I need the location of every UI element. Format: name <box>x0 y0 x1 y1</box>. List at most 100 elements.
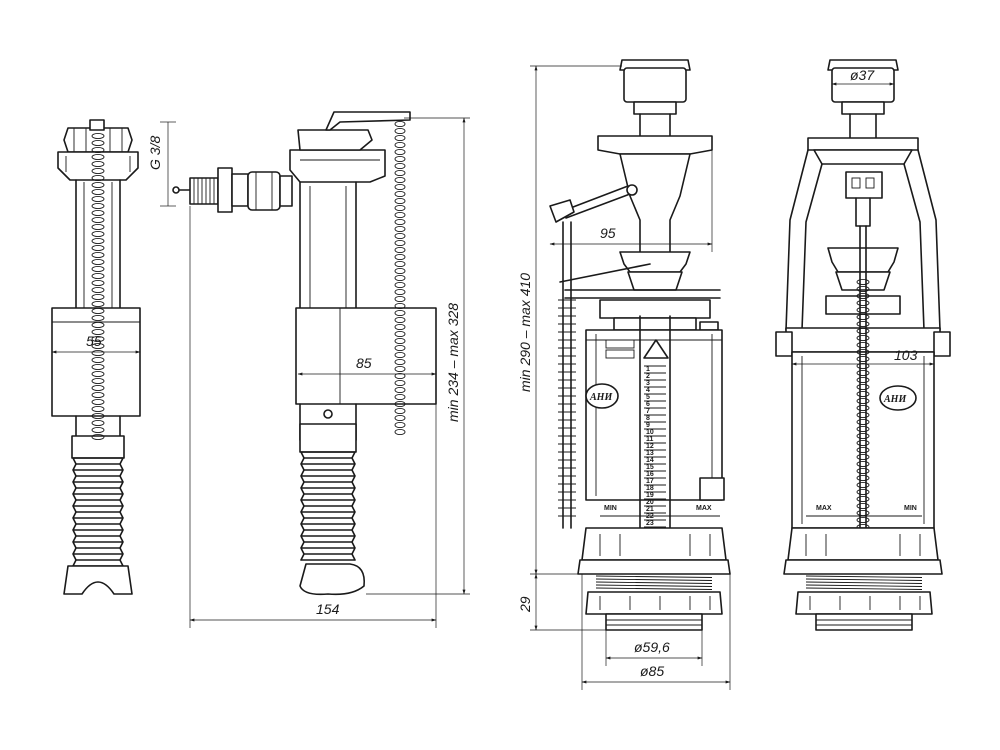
chain-link <box>91 174 105 182</box>
chain-link <box>91 363 105 371</box>
chain-link <box>394 337 406 345</box>
chain-link <box>91 279 105 287</box>
chain-link <box>394 288 406 296</box>
chain-link <box>91 405 105 413</box>
chain-link <box>91 412 105 420</box>
mark-min-right: MIN <box>904 505 917 512</box>
fill-valve-chain <box>91 132 105 441</box>
scale-number: 14 <box>646 457 654 464</box>
chain-link <box>856 495 870 503</box>
scale-number: 20 <box>646 499 654 506</box>
chain-link <box>91 230 105 238</box>
chain-link <box>856 355 870 363</box>
chain-link <box>91 314 105 322</box>
chain-link <box>394 421 406 429</box>
scale-number: 18 <box>646 485 654 492</box>
chain-link <box>91 293 105 301</box>
chain-link <box>394 148 406 156</box>
chain-link <box>856 418 870 426</box>
chain-link <box>394 386 406 394</box>
scale-number: 22 <box>646 513 654 520</box>
chain-link <box>394 379 406 387</box>
scale-number: 7 <box>646 408 650 415</box>
chain-link <box>856 488 870 496</box>
chain-link <box>91 321 105 329</box>
mark-max-right: MAX <box>816 505 832 512</box>
chain-link <box>394 393 406 401</box>
chain-link <box>856 362 870 370</box>
mark-min-left: MIN <box>604 505 617 512</box>
chain-link <box>91 244 105 252</box>
chain-link <box>91 146 105 154</box>
chain-link <box>91 258 105 266</box>
scale-number: 2 <box>646 373 650 380</box>
chain-link <box>856 369 870 377</box>
chain-link <box>91 328 105 336</box>
chain-link <box>91 384 105 392</box>
chain-link <box>91 223 105 231</box>
chain-link <box>856 299 870 307</box>
chain-link <box>856 460 870 468</box>
dim-button-diameter: ø37 <box>850 67 875 83</box>
mark-max-left: MAX <box>696 505 712 512</box>
chain-link <box>856 509 870 517</box>
chain-link <box>91 251 105 259</box>
chain-link <box>91 342 105 350</box>
chain-link <box>394 330 406 338</box>
chain-link <box>856 278 870 286</box>
chain-link <box>394 414 406 422</box>
dim-thread-height: 29 <box>517 596 533 613</box>
chain-link <box>91 160 105 168</box>
drain-valve-side-view: MIN MAX АНИ 1234567891011121314151617181… <box>517 59 731 690</box>
chain-link <box>856 306 870 314</box>
chain-link <box>91 202 105 210</box>
scale-number: 1 <box>646 366 650 373</box>
dim-thread: G 3/8 <box>147 136 163 170</box>
chain-link <box>91 398 105 406</box>
chain-link <box>91 307 105 315</box>
chain-link <box>856 341 870 349</box>
chain-link <box>856 432 870 440</box>
chain-link <box>394 176 406 184</box>
chain-link <box>394 407 406 415</box>
scale-number: 23 <box>646 520 654 527</box>
chain-link <box>394 344 406 352</box>
overflow-rod-ridges <box>558 299 576 517</box>
chain-link <box>394 400 406 408</box>
chain-link <box>856 327 870 335</box>
chain-link <box>394 197 406 205</box>
chain-link <box>856 397 870 405</box>
chain-link <box>394 134 406 142</box>
scale-number: 21 <box>646 506 654 513</box>
dim-total-width: 154 <box>316 601 340 617</box>
chain-link <box>394 232 406 240</box>
chain-link <box>394 267 406 275</box>
chain-link <box>394 323 406 331</box>
chain-link <box>394 169 406 177</box>
scale-number: 12 <box>646 443 654 450</box>
chain-link <box>394 358 406 366</box>
chain-link <box>856 474 870 482</box>
chain-link <box>91 426 105 434</box>
chain-link <box>856 285 870 293</box>
chain-link <box>394 218 406 226</box>
logo-left: АНИ <box>589 392 613 403</box>
chain-link <box>91 181 105 189</box>
chain-link <box>394 365 406 373</box>
scale-number: 17 <box>646 478 654 485</box>
chain-link <box>856 313 870 321</box>
scale-number: 19 <box>646 492 654 499</box>
chain-link <box>394 309 406 317</box>
scale-number: 11 <box>646 436 654 443</box>
chain-link <box>394 190 406 198</box>
chain-link <box>394 253 406 261</box>
dim-valve-width: 55 <box>86 333 102 349</box>
chain-link <box>394 246 406 254</box>
chain-link <box>394 281 406 289</box>
chain-link <box>91 209 105 217</box>
dim-lever-width: 95 <box>600 225 616 241</box>
logo-right: АНИ <box>883 394 907 405</box>
dim-base-diameter: ø85 <box>640 663 664 679</box>
dim-arm-offset: 85 <box>356 355 372 371</box>
